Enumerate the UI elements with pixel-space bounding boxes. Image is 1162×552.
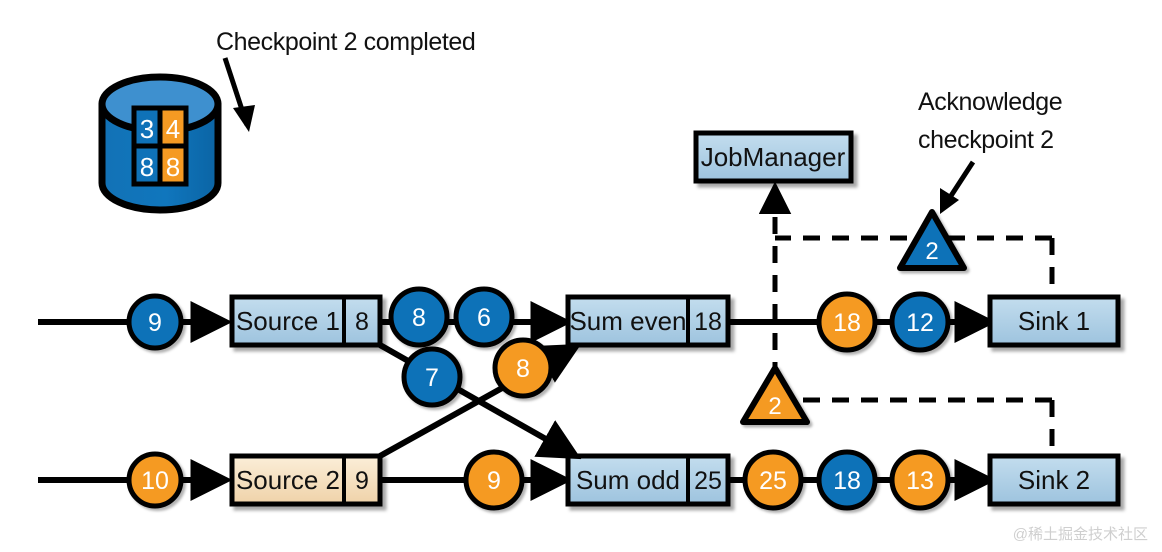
record-top-input: 9 [126, 293, 184, 351]
acknowledge-label-line1: Acknowledge [918, 88, 1062, 116]
record-sumodd-out-a: 25 [742, 449, 804, 511]
operator-source-2[interactable] [229, 453, 383, 507]
record-src1-cross: 7 [401, 346, 463, 408]
operator-source-1[interactable] [229, 294, 383, 348]
sum-odd-label: Sum odd [576, 465, 680, 495]
sink-2-label: Sink 2 [1018, 465, 1090, 495]
record-src2-out-value: 9 [487, 467, 501, 495]
record-sumeven-out-a-value: 18 [833, 309, 861, 337]
sum-even-label: Sum even [569, 306, 686, 336]
record-top-input-value: 9 [148, 309, 162, 337]
watermark-label: @稀土掘金技术社区 [1012, 526, 1148, 543]
state-cell-0: 3 [140, 114, 154, 144]
record-src1-out-a-value: 8 [412, 304, 426, 332]
source-2-label: Source 2 [236, 465, 340, 495]
record-sumodd-out-a-value: 25 [759, 467, 787, 495]
operator-sum-even[interactable] [565, 294, 731, 348]
barrier-bottom-triangle: 2 [740, 365, 810, 425]
record-src1-out-b-value: 6 [477, 304, 491, 332]
jobmanager-box[interactable] [693, 130, 854, 184]
barrier-top-value: 2 [925, 238, 938, 265]
record-src2-cross-value: 8 [516, 355, 530, 383]
operator-sink-1[interactable] [987, 294, 1121, 348]
record-sumeven-out-b-value: 12 [906, 309, 934, 337]
source-1-state: 8 [355, 308, 369, 336]
state-cell-2: 8 [140, 152, 154, 182]
record-sumodd-out-b-value: 18 [833, 467, 861, 495]
sink-1-label: Sink 1 [1018, 306, 1090, 336]
state-store-grid: 3 4 8 8 [131, 105, 189, 187]
record-sumodd-out-c: 13 [889, 449, 951, 511]
operator-sum-odd[interactable] [565, 453, 731, 507]
record-src2-cross: 8 [492, 337, 554, 399]
barrier-top-triangle: 2 [897, 209, 967, 271]
source-2-state: 9 [355, 467, 369, 495]
state-store-cylinder: 3 4 8 8 [98, 73, 222, 214]
record-sumodd-out-c-value: 13 [906, 467, 934, 495]
sum-odd-state: 25 [694, 467, 722, 495]
sum-even-state: 18 [694, 308, 722, 336]
record-src2-out: 9 [463, 449, 525, 511]
operator-sink-2[interactable] [987, 453, 1121, 507]
record-bottom-input: 10 [126, 451, 184, 509]
record-src1-cross-value: 7 [425, 364, 439, 392]
record-bottom-input-value: 10 [141, 467, 169, 495]
acknowledge-arrowhead [940, 188, 959, 214]
checkpoint-completed-label: Checkpoint 2 completed [216, 28, 475, 56]
record-sumodd-out-b: 18 [816, 449, 878, 511]
acknowledge-label-line2: checkpoint 2 [918, 126, 1054, 154]
barrier-bottom-value: 2 [768, 393, 781, 420]
state-cell-1: 4 [166, 114, 180, 144]
record-src1-out-a: 8 [388, 286, 450, 348]
source-1-label: Source 1 [236, 306, 340, 336]
record-src1-out-b: 6 [453, 286, 515, 348]
record-sumeven-out-a: 18 [816, 291, 878, 353]
state-cell-3: 8 [166, 152, 180, 182]
jobmanager-label: JobManager [701, 142, 846, 172]
checkpoint-completed-arrowhead [233, 105, 255, 132]
record-sumeven-out-b: 12 [889, 291, 951, 353]
